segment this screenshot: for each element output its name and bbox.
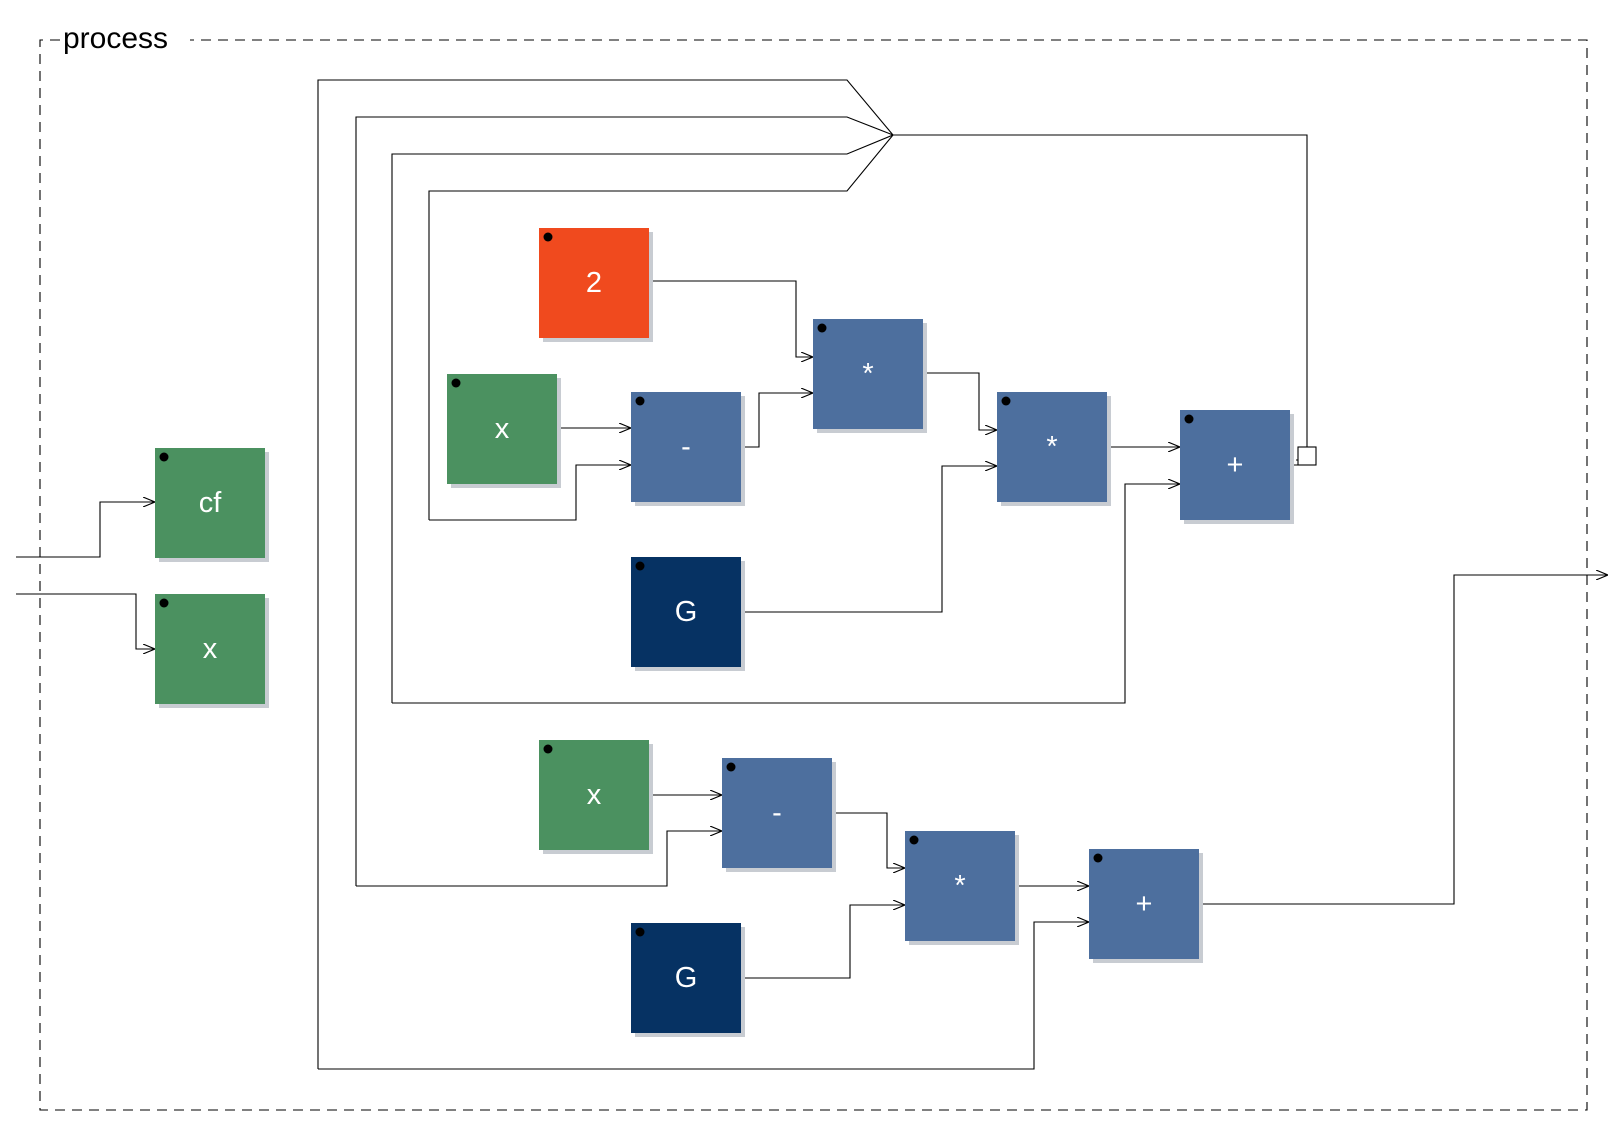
block-label: 2 — [586, 267, 602, 299]
wire-input-cf — [16, 502, 155, 558]
port-dot-icon — [635, 561, 645, 571]
wire-mul-a-to-mul-b — [924, 372, 997, 430]
block-sub_top[interactable]: - — [631, 392, 745, 506]
block-label: - — [681, 431, 691, 463]
port-dot-icon — [635, 927, 645, 937]
block-body — [1089, 849, 1199, 959]
blocks: cf x 2 x - * G * + x - G * + — [155, 228, 1294, 1037]
wire-sub2-to-mul — [833, 812, 905, 868]
block-label: * — [954, 870, 965, 902]
block-body — [539, 740, 649, 850]
block-label: x — [203, 633, 218, 665]
group-title: process — [63, 22, 168, 55]
block-sub_bot[interactable]: - — [722, 758, 836, 872]
wire-feedback-2 — [355, 116, 894, 886]
port-dot-icon — [159, 452, 169, 462]
port-dot-icon — [1001, 396, 1011, 406]
port-dot-icon — [726, 762, 736, 772]
block-label: G — [675, 962, 698, 994]
block-label: - — [772, 797, 782, 829]
block-mul_b[interactable]: * — [997, 392, 1111, 506]
block-body — [631, 557, 741, 667]
port-dot-icon — [543, 744, 553, 754]
block-body — [155, 448, 265, 558]
block-in_x[interactable]: x — [155, 594, 269, 708]
port-dot-icon — [159, 598, 169, 608]
wire-feedback-4 — [428, 134, 894, 520]
port-dot-icon — [817, 323, 827, 333]
wire-fb-to-sub — [429, 465, 631, 521]
wire-G2-to-mul — [741, 905, 905, 979]
block-const_2[interactable]: 2 — [539, 228, 653, 342]
block-body — [997, 392, 1107, 502]
block-G_top[interactable]: G — [631, 557, 745, 671]
block-body — [631, 392, 741, 502]
block-x_top[interactable]: x — [447, 374, 561, 488]
wire-sub-to-mul-a — [741, 393, 813, 448]
block-body — [1180, 410, 1290, 520]
block-in_cf[interactable]: cf — [155, 448, 269, 562]
port-dot-icon — [543, 232, 553, 242]
block-body — [905, 831, 1015, 941]
block-label: G — [675, 596, 698, 628]
wire-fb-to-add2 — [318, 922, 1089, 1070]
block-body — [447, 374, 557, 484]
port-dot-icon — [909, 835, 919, 845]
wire-feedback-1 — [317, 79, 894, 1069]
block-label: cf — [199, 487, 223, 519]
block-x_bot[interactable]: x — [539, 740, 653, 854]
port-dot-icon — [451, 378, 461, 388]
block-label: * — [862, 358, 873, 390]
block-body — [155, 594, 265, 704]
block-label: * — [1046, 431, 1057, 463]
block-body — [631, 923, 741, 1033]
block-mul_a[interactable]: * — [813, 319, 927, 433]
block-label: + — [1227, 449, 1244, 481]
block-add_bot[interactable]: + — [1089, 849, 1203, 963]
block-body — [539, 228, 649, 338]
wire-fb-to-sub2 — [356, 831, 722, 887]
wire-G-to-mul-b — [741, 466, 997, 613]
wire-fb-to-add — [392, 484, 1180, 704]
block-body — [813, 319, 923, 429]
block-mul_bot[interactable]: * — [905, 831, 1019, 945]
process-group-frame: process — [39, 22, 1588, 1111]
wire-feedback-3 — [391, 134, 894, 703]
block-label: x — [587, 779, 602, 811]
wires — [16, 79, 1608, 1070]
wire-output — [1199, 575, 1608, 905]
recursion-marker-icon — [1297, 446, 1317, 466]
block-label: x — [495, 413, 510, 445]
block-G_bot[interactable]: G — [631, 923, 745, 1037]
wire-input-x — [16, 593, 155, 649]
block-add_top[interactable]: + — [1180, 410, 1294, 524]
port-dot-icon — [1093, 853, 1103, 863]
block-body — [722, 758, 832, 868]
port-dot-icon — [635, 396, 645, 406]
block-label: + — [1136, 888, 1153, 920]
port-dot-icon — [1184, 414, 1194, 424]
wire-2-to-mul-a — [649, 280, 813, 357]
